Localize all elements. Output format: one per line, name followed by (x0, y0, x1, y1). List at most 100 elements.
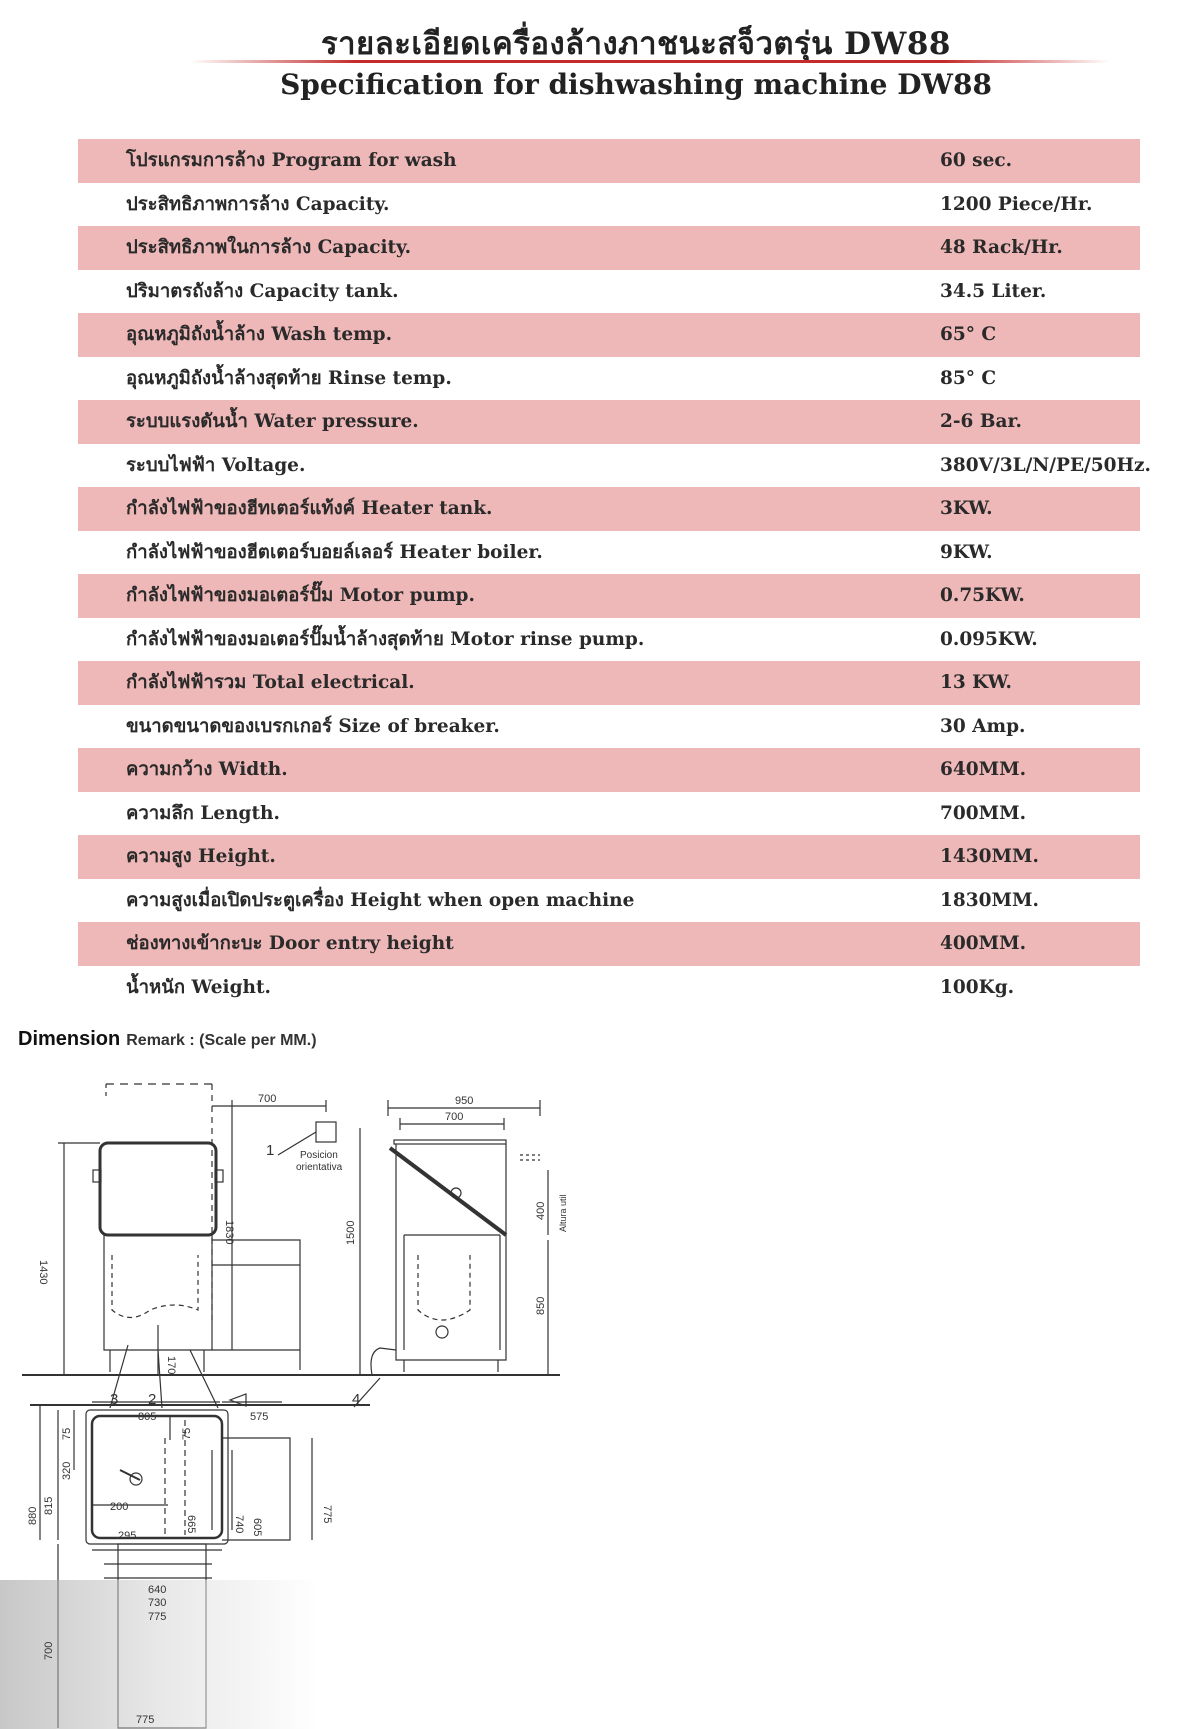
dim-label: 1430 (37, 1260, 49, 1284)
dim-label: 75 (181, 1428, 193, 1440)
dimension-drawing: 700 1430 1830 170 1 2 3 4 Posicion orien… (0, 1083, 568, 1729)
front-view (22, 1083, 560, 1409)
dim-label: 170 (165, 1356, 177, 1374)
spec-value: 48 Rack/Hr. (940, 237, 1063, 259)
spec-label: ความสูงเมื่อเปิดประตูเครื่อง Height when… (126, 889, 635, 911)
dim-label: 665 (185, 1515, 197, 1533)
spec-row: ความลึก Length. 700MM. (78, 792, 1140, 836)
dim-label: 775 (148, 1611, 166, 1623)
spec-label: อุณหภูมิถังน้ำล้างสุดท้าย Rinse temp. (126, 367, 452, 389)
spec-value: 400MM. (940, 933, 1027, 955)
dim-label: 400 (535, 1202, 547, 1220)
spec-row: น้ำหนัก Weight. 100Kg. (78, 966, 1140, 1010)
dim-label: 320 (61, 1462, 73, 1480)
dim-label: 850 (535, 1297, 547, 1315)
spec-label: ประสิทธิภาพการล้าง Capacity. (126, 193, 390, 215)
spec-value: 100Kg. (940, 976, 1015, 998)
dim-label: 700 (43, 1642, 55, 1660)
spec-row: ระบบแรงดันน้ำ Water pressure. 2-6 Bar. (78, 400, 1140, 444)
spec-row: ประสิทธิภาพการล้าง Capacity. 1200 Piece/H… (78, 183, 1140, 227)
spec-label: ปริมาตรถังล้าง Capacity tank. (126, 280, 399, 302)
dim-label: 880 (27, 1507, 39, 1525)
dimension-title: Dimension (18, 1028, 121, 1050)
spec-value: 1200 Piece/Hr. (940, 193, 1093, 215)
dim-note: Altura util (558, 1194, 568, 1232)
spec-value: 34.5 Liter. (940, 280, 1047, 302)
spec-row: อุณหภูมิถังน้ำล้าง Wash temp. 65° C (78, 313, 1140, 357)
dim-label: 775 (321, 1505, 333, 1523)
dim-label: 805 (138, 1411, 156, 1423)
spec-row: อุณหภูมิถังน้ำล้างสุดท้าย Rinse temp. 85°… (78, 357, 1140, 401)
spec-row: ความสูงเมื่อเปิดประตูเครื่อง Height when… (78, 879, 1140, 923)
dim-label: 740 (233, 1515, 245, 1533)
spec-value: 9KW. (940, 541, 993, 563)
spec-value: 700MM. (940, 802, 1027, 824)
spec-label: โปรแกรมการล้าง Program for wash (126, 150, 457, 172)
spec-label: ความลึก Length. (126, 802, 280, 824)
dim-label: 1500 (345, 1221, 357, 1245)
dim-label: 730 (148, 1597, 166, 1609)
spec-label: กำลังไฟฟ้าของฮีทเตอร์แท้งค์ Heater tank. (126, 498, 493, 520)
title-english: Specification for dishwashing machine DW… (280, 68, 992, 101)
title-thai: รายละเอียดเครื่องล้างภาชนะสจ็วตรุ่น DW88 (321, 26, 951, 62)
spec-row: กำลังไฟฟ้ารวม Total electrical. 13 KW. (78, 661, 1140, 705)
side-view (353, 1100, 549, 1408)
spec-value: 30 Amp. (940, 715, 1026, 737)
dim-label: 1830 (223, 1220, 235, 1244)
spec-label: น้ำหนัก Weight. (126, 976, 271, 998)
spec-row: ขนาดขนาดของเบรกเกอร์ Size of breaker.30 … (78, 705, 1140, 749)
spec-row: กำลังไฟฟ้าของฮีตเตอร์บอยล์เลอร์ Heater b… (78, 531, 1140, 575)
spec-label: กำลังไฟฟ้าของฮีตเตอร์บอยล์เลอร์ Heater b… (126, 541, 543, 563)
spec-value: 65° C (940, 324, 997, 346)
gradient-shade (0, 1580, 320, 1729)
spec-value: 0.095KW. (940, 628, 1038, 650)
spec-row: ความกว้าง Width. 640MM. (78, 748, 1140, 792)
dim-label: 200 (110, 1501, 128, 1513)
spec-value: 1830MM. (940, 889, 1039, 911)
dim-note: Posicion (300, 1150, 338, 1161)
spec-label: ประสิทธิภาพในการล้าง Capacity. (126, 237, 412, 259)
dim-label: 575 (250, 1411, 268, 1423)
spec-label: อุณหภูมิถังน้ำล้าง Wash temp. (126, 324, 393, 346)
dim-label: 700 (258, 1093, 276, 1105)
dimension-remark: Remark : (Scale per MM.) (126, 1032, 317, 1049)
spec-value: 85° C (940, 367, 997, 389)
spec-row: ช่องทางเข้ากะบะ Door entry height 400MM. (78, 922, 1140, 966)
dim-label: 700 (445, 1111, 463, 1123)
dim-label: 75 (61, 1428, 73, 1440)
dimension-heading: Dimension Remark : (Scale per MM.) (18, 1028, 317, 1051)
dim-note: orientativa (296, 1162, 343, 1173)
spec-row: ระบบไฟฟ้า Voltage. 380V/3L/N/PE/50Hz. (78, 444, 1151, 488)
spec-label: ช่องทางเข้ากะบะ Door entry height (126, 933, 454, 955)
spec-value: 380V/3L/N/PE/50Hz. (940, 454, 1151, 476)
spec-row: ประสิทธิภาพในการล้าง Capacity. 48 Rack/Hr… (78, 226, 1140, 270)
title-divider (190, 60, 1110, 63)
spec-row: ปริมาตรถังล้าง Capacity tank. 34.5 Liter. (78, 270, 1140, 314)
dim-label: 605 (251, 1518, 263, 1536)
dim-label: 815 (43, 1497, 55, 1515)
spec-label: กำลังไฟฟ้าของมอเตอร์ปั๊ม Motor pump. (126, 585, 475, 607)
dim-label: 295 (118, 1530, 136, 1542)
spec-value: 2-6 Bar. (940, 411, 1022, 433)
callout: 3 (110, 1391, 118, 1408)
spec-label: ความกว้าง Width. (126, 759, 288, 781)
spec-value: 3KW. (940, 498, 993, 520)
callout: 4 (352, 1391, 360, 1408)
spec-row: กำลังไฟฟ้าของฮีทเตอร์แท้งค์ Heater tank.… (78, 487, 1140, 531)
spec-value: 640MM. (940, 759, 1027, 781)
spec-label: ระบบแรงดันน้ำ Water pressure. (126, 411, 419, 433)
spec-value: 1430MM. (940, 846, 1039, 868)
spec-value: 13 KW. (940, 672, 1012, 694)
dim-label: 775 (136, 1714, 154, 1726)
spec-row: กำลังไฟฟ้าของมอเตอร์ปั๊มน้ำล้างสุดท้าย M… (78, 618, 1140, 662)
callout: 2 (148, 1391, 156, 1408)
spec-label: กำลังไฟฟ้าของมอเตอร์ปั๊มน้ำล้างสุดท้าย M… (126, 628, 645, 650)
spec-label: ระบบไฟฟ้า Voltage. (126, 454, 306, 476)
dim-label: 640 (148, 1584, 166, 1596)
dim-label: 950 (455, 1095, 473, 1107)
callout: 1 (266, 1142, 274, 1159)
spec-label: ความสูง Height. (126, 846, 276, 868)
spec-label: กำลังไฟฟ้ารวม Total electrical. (126, 672, 415, 694)
